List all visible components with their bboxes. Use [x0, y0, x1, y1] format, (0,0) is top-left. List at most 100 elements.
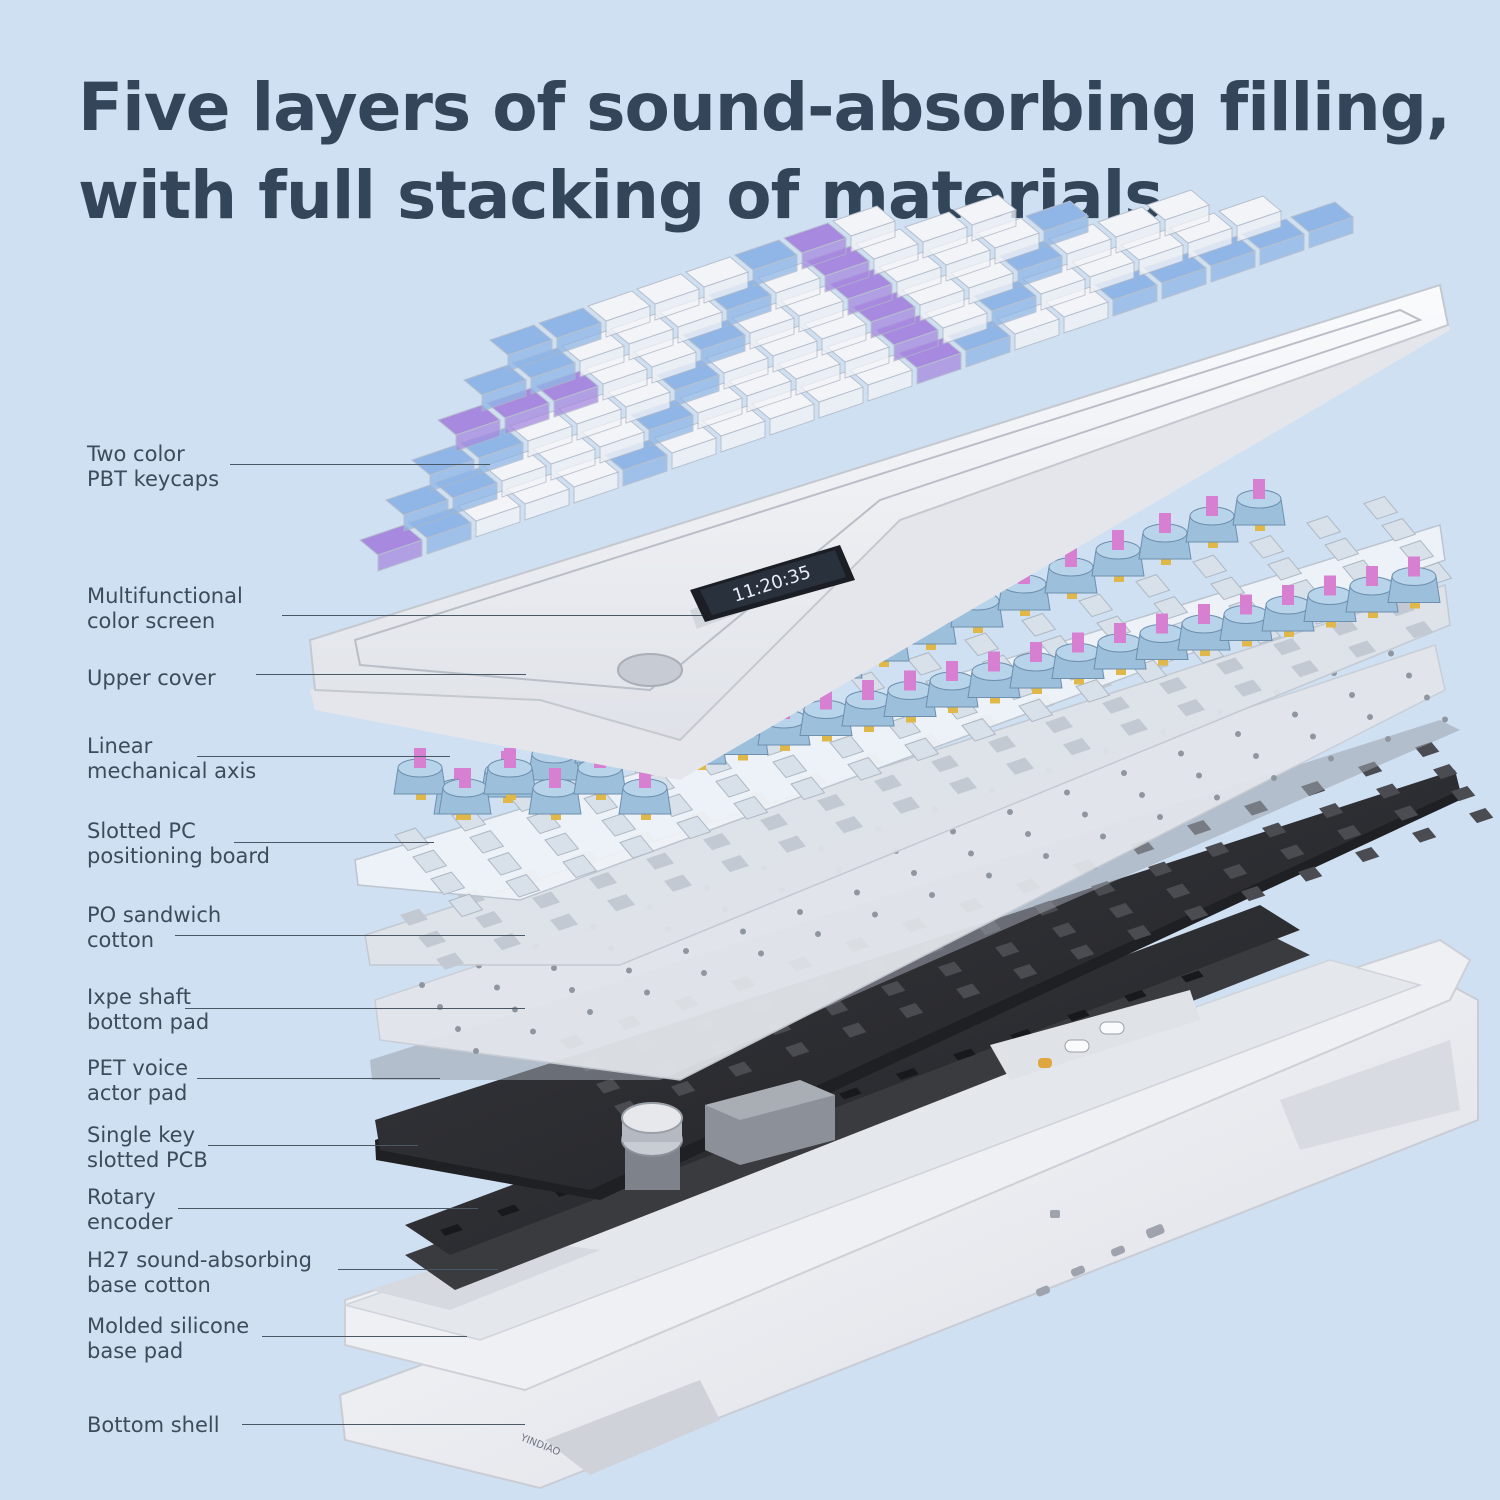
switch-stem	[504, 748, 516, 768]
pc-slot	[904, 737, 940, 762]
switch-stem	[1112, 530, 1124, 550]
switch-pin	[738, 750, 748, 761]
keycap-top	[733, 239, 799, 271]
po-slot	[1177, 699, 1206, 717]
bottom-shell-ports	[1035, 1210, 1165, 1297]
keycap	[1168, 212, 1234, 260]
switch-stem	[1206, 496, 1218, 516]
switch-pin	[948, 703, 958, 713]
leader-mechanical-axis	[197, 756, 450, 757]
keycap-top	[1289, 201, 1355, 233]
switch	[438, 768, 492, 820]
pcb-slot	[1241, 885, 1266, 902]
switch-stem	[1159, 513, 1171, 533]
keycap	[632, 336, 698, 384]
pc-slot	[847, 757, 883, 781]
ixpe-hole	[569, 987, 575, 993]
keycap	[1145, 189, 1211, 237]
leader-slotted-pcb	[208, 1145, 418, 1146]
keycap	[750, 388, 816, 436]
pc-slot	[790, 776, 826, 801]
pcb-slot	[1109, 902, 1134, 919]
ixpe-hole	[854, 889, 860, 896]
switch	[618, 768, 672, 820]
encoder-opening	[617, 653, 683, 687]
keycap	[1142, 252, 1208, 300]
leader-base-cotton	[338, 1269, 498, 1270]
switch-stem	[549, 768, 561, 788]
ixpe-hole	[1271, 775, 1277, 781]
po-slot	[1120, 718, 1149, 736]
keycap	[903, 211, 969, 259]
po-slot	[664, 874, 693, 892]
keycap	[684, 256, 750, 304]
switch	[1051, 632, 1105, 685]
pcb-slot	[1070, 944, 1095, 960]
pcb-slot	[1184, 905, 1209, 921]
keycap-top	[635, 273, 701, 305]
keycap	[384, 484, 450, 532]
usb-port-module	[990, 990, 1200, 1080]
po-slot	[1348, 640, 1377, 658]
pcb-slot	[1355, 846, 1380, 863]
cotton-slot	[1067, 1009, 1090, 1022]
pc-slot	[907, 652, 943, 676]
pcb-slot	[899, 1002, 924, 1019]
switch	[1219, 594, 1273, 647]
keycap	[1096, 206, 1162, 254]
leader-pet-pad	[197, 1078, 440, 1079]
pc-slot	[562, 854, 598, 879]
keycap	[436, 404, 502, 452]
switch	[967, 651, 1021, 704]
keycap	[531, 433, 597, 481]
pc-slot	[505, 874, 541, 898]
pc-slot	[1078, 593, 1114, 618]
po-slot	[892, 796, 921, 814]
leader-upper-cover	[256, 674, 526, 675]
keycap	[831, 205, 897, 253]
po-slot	[1102, 696, 1131, 714]
pcb-slot	[995, 941, 1020, 958]
po-slot	[817, 794, 846, 812]
ixpe-hole	[872, 911, 878, 918]
ixpe-hole	[1349, 692, 1355, 698]
switch-stem	[1198, 604, 1210, 624]
ixpe-hole	[1178, 750, 1184, 757]
keycap-top	[1145, 189, 1211, 221]
switch	[841, 680, 895, 732]
keycap-top	[831, 205, 897, 237]
po-slot	[760, 813, 789, 831]
switch-pin	[1255, 521, 1265, 531]
pc-slot	[394, 827, 430, 852]
ixpe-hole	[1196, 772, 1202, 779]
po-slot	[418, 930, 447, 948]
keycap	[537, 307, 603, 355]
keycap	[586, 290, 652, 338]
switch-stem	[1366, 566, 1378, 586]
switch-stem	[1408, 556, 1420, 577]
po-slot	[400, 908, 429, 926]
ixpe-hole	[551, 965, 557, 971]
headline: Five layers of sound-absorbing filling, …	[78, 64, 1451, 240]
callout-bottom-shell: Bottom shell	[87, 1413, 220, 1437]
pc-slot	[1021, 613, 1057, 637]
keycap	[926, 234, 992, 282]
switch	[1232, 479, 1286, 531]
keycap	[508, 410, 574, 458]
switch	[528, 768, 582, 820]
switch-stem	[1114, 623, 1126, 643]
switch-stem	[1156, 613, 1168, 634]
pc-slot	[1018, 698, 1054, 723]
switch-pin	[416, 790, 426, 800]
switch-stem	[862, 680, 874, 700]
po-slot	[1063, 738, 1092, 756]
rotary-encoder	[621, 1102, 683, 1190]
pcb-slot	[1262, 822, 1287, 838]
switch-pin	[1242, 636, 1252, 647]
pc-slot	[1381, 518, 1417, 542]
